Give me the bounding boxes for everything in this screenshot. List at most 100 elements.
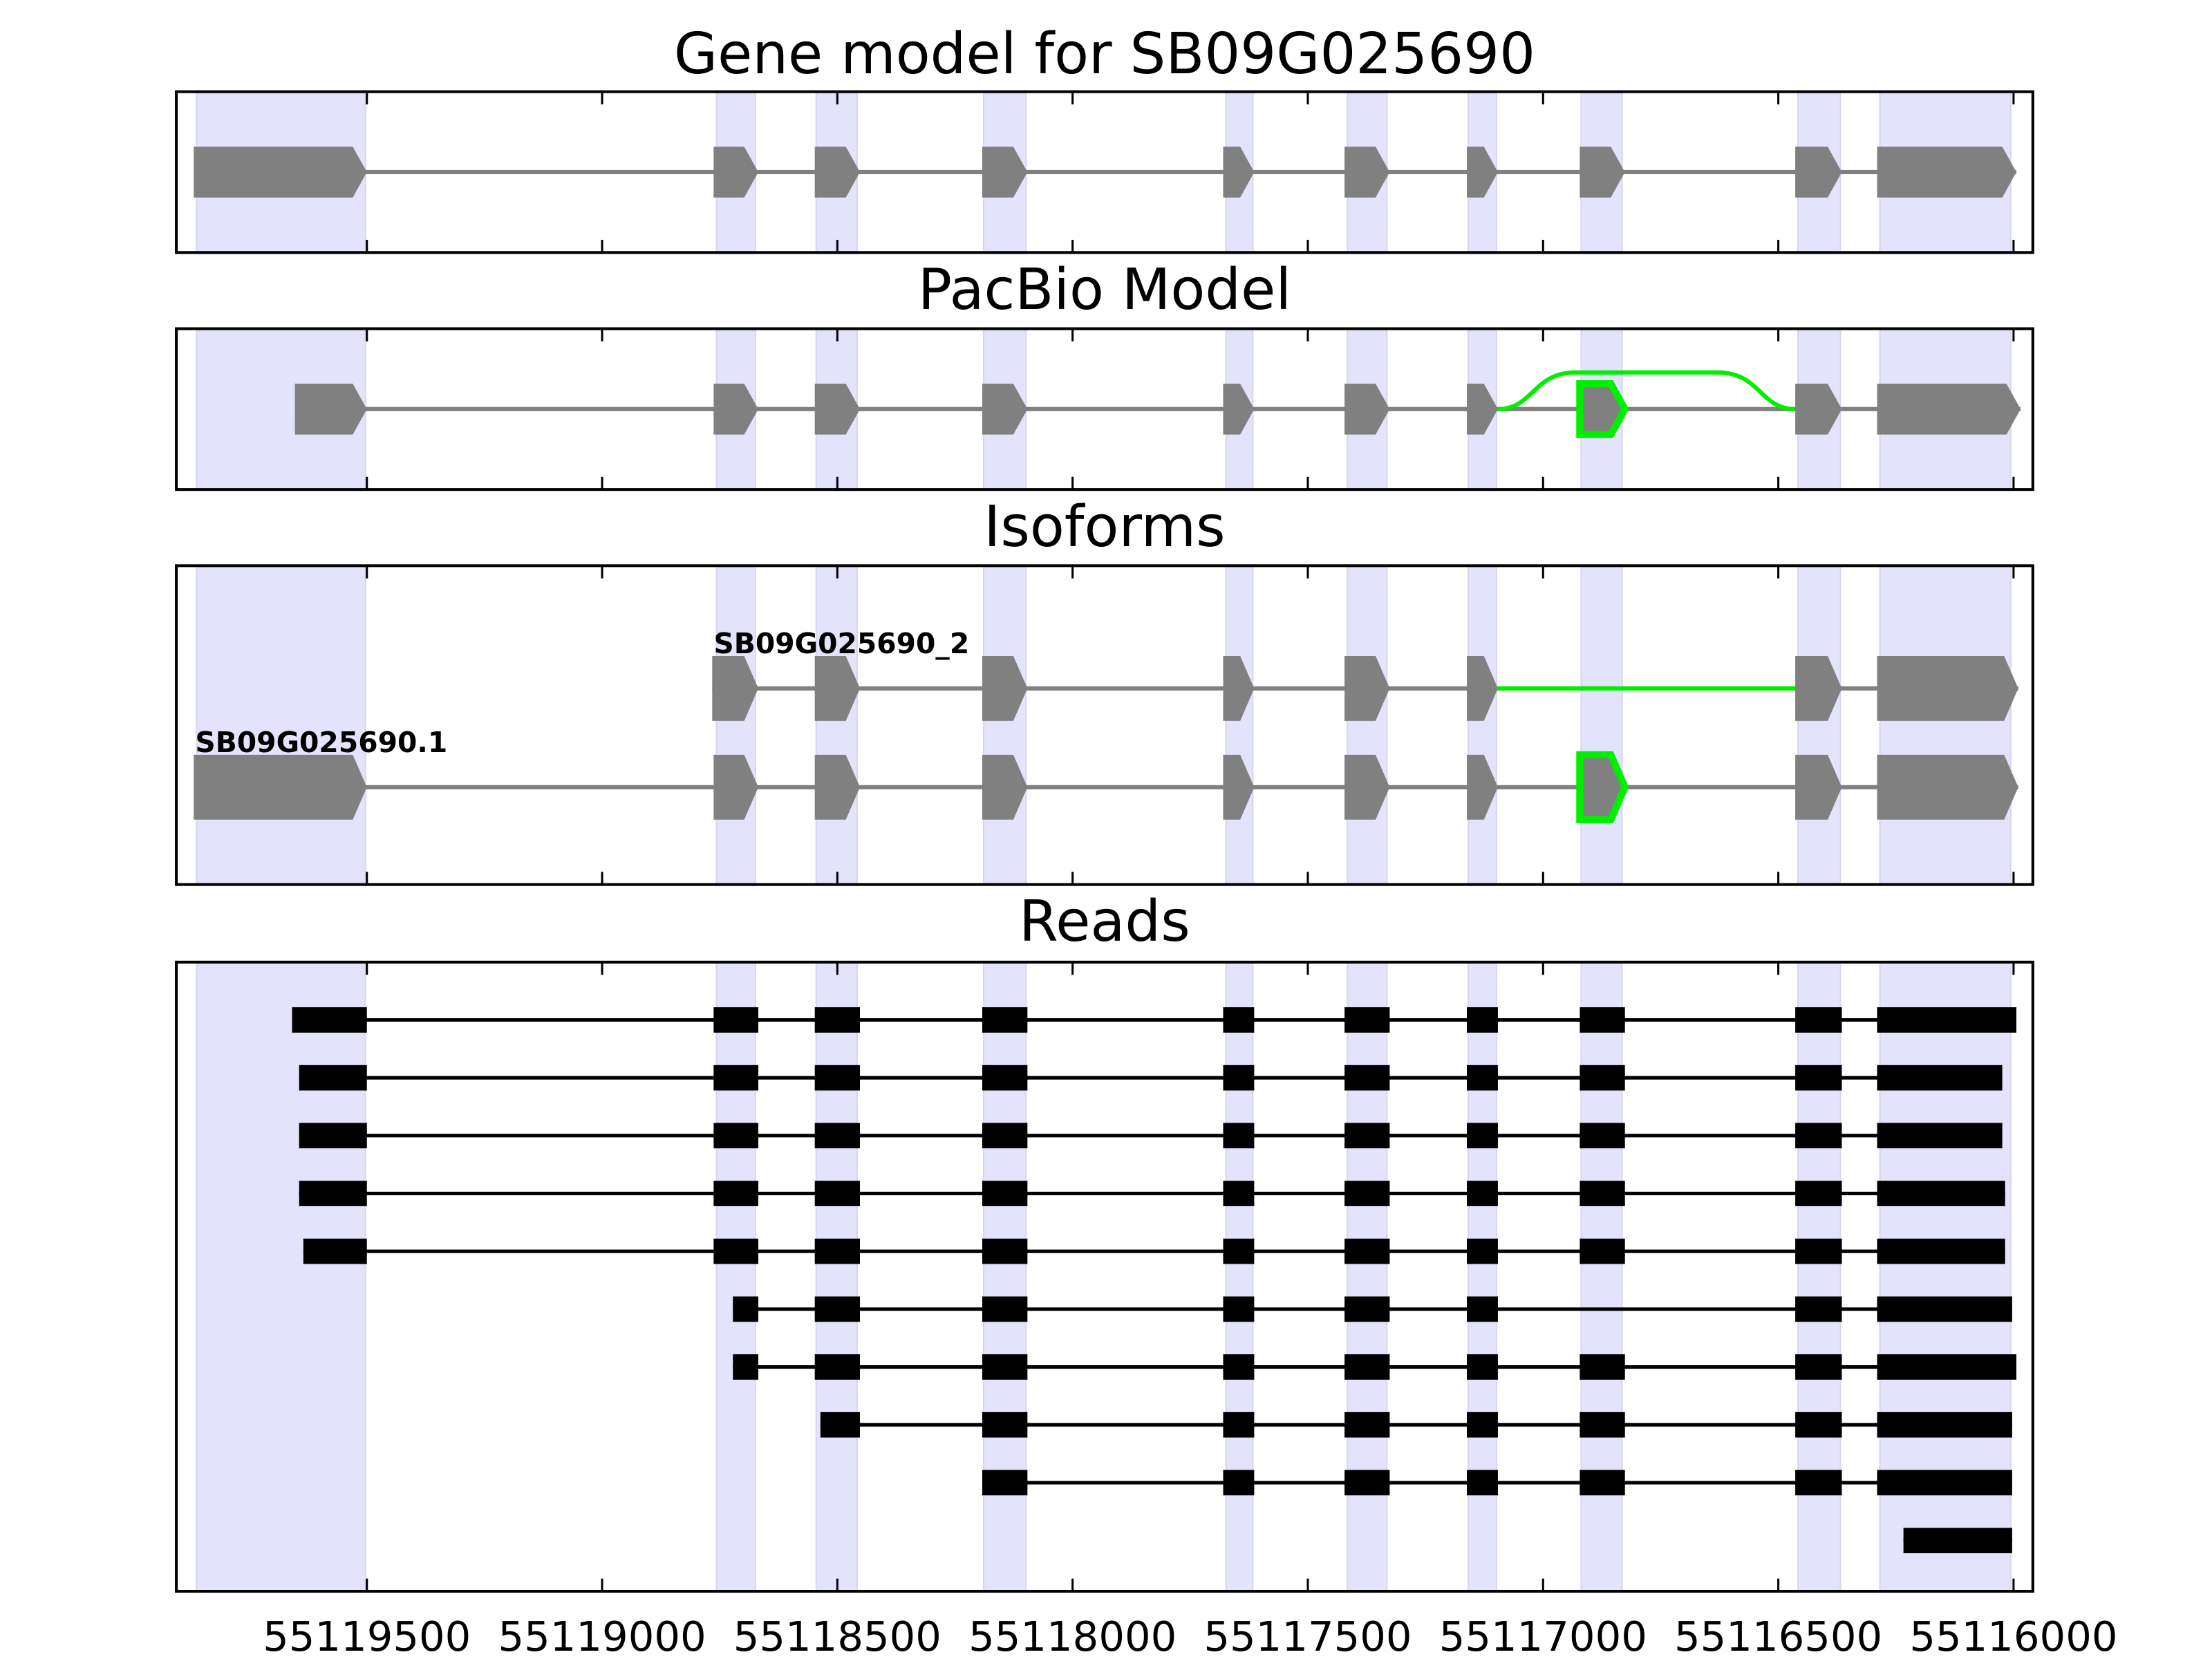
read-block (1580, 1238, 1625, 1264)
read-block (1877, 1296, 2012, 1322)
exon (713, 384, 759, 435)
read-block (982, 1181, 1028, 1206)
read-block (713, 1238, 759, 1264)
x-tick-label: 55117500 (1203, 1613, 1412, 1659)
exon-shade-region (815, 961, 858, 1593)
alternative-exon (1576, 751, 1629, 823)
read-block (1795, 1296, 1842, 1322)
read-block (814, 1065, 861, 1091)
panel-title: Isoforms (984, 494, 1225, 560)
axes-frame (175, 327, 2034, 491)
panel-title: Reads (1019, 889, 1190, 955)
exon (1467, 147, 1498, 198)
exon-shade-region (1797, 565, 1841, 885)
exon-shade-region (715, 565, 756, 885)
exon (1467, 655, 1498, 721)
read-block (1580, 1123, 1625, 1149)
exon (1344, 754, 1390, 820)
exon (982, 754, 1028, 820)
read (733, 1296, 2012, 1322)
exon (194, 754, 367, 820)
exon (814, 754, 861, 820)
read-block (733, 1354, 759, 1380)
read-block (982, 1412, 1028, 1438)
read-block (1223, 1238, 1255, 1264)
read-block (299, 1181, 367, 1206)
exon (1344, 655, 1390, 721)
read-block (713, 1007, 759, 1033)
axes-frame (175, 90, 2034, 254)
exon (1877, 655, 2018, 721)
read-block (1877, 1412, 2012, 1438)
read-block (982, 1238, 1028, 1264)
read-block (1467, 1065, 1498, 1091)
x-tick-label: 55116000 (1909, 1613, 2117, 1659)
read-block (1467, 1238, 1498, 1264)
read-block (1344, 1238, 1390, 1264)
exon (194, 147, 367, 198)
x-tick-label: 55117000 (1439, 1613, 1647, 1659)
read-block (982, 1007, 1028, 1033)
alternative-exon (1576, 380, 1629, 438)
exon-shade-region (983, 961, 1027, 1593)
read (299, 1123, 2003, 1149)
exon-shade-region (1468, 565, 1497, 885)
read-block (1344, 1412, 1390, 1438)
read-block (1467, 1123, 1498, 1149)
read (299, 1065, 2003, 1091)
exon (814, 384, 861, 435)
exon (712, 655, 759, 721)
read-block (1795, 1354, 1842, 1380)
exon (713, 754, 759, 820)
exon (814, 147, 861, 198)
read-block (299, 1123, 367, 1149)
read-block (1223, 1354, 1255, 1380)
read-block (814, 1181, 861, 1206)
read-block (982, 1296, 1028, 1322)
read-block (1795, 1181, 1842, 1206)
exon (1580, 147, 1625, 198)
x-tick-label: 55118500 (733, 1613, 941, 1659)
exon-shade-region (1347, 565, 1388, 885)
read-block (1877, 1065, 2003, 1091)
read (982, 1470, 2012, 1496)
exon (982, 147, 1028, 198)
x-tick-label: 55119000 (498, 1613, 706, 1659)
read (1903, 1528, 2012, 1553)
read-block (1223, 1296, 1255, 1322)
read-block (1795, 1007, 1842, 1033)
read (820, 1412, 2012, 1438)
read-block (1344, 1123, 1390, 1149)
panel-title: Gene model for SB09G025690 (674, 21, 1535, 87)
exon (1877, 147, 2016, 198)
read-block (1223, 1123, 1255, 1149)
read-block (299, 1065, 367, 1091)
exon (1467, 384, 1498, 435)
exon (1795, 754, 1842, 820)
read-block (1580, 1470, 1625, 1496)
panel-pacbio-model: PacBio Model (175, 257, 2034, 491)
read-block (982, 1354, 1028, 1380)
exon-shade-region (983, 565, 1027, 885)
read-block (1580, 1007, 1625, 1033)
panel-reads: Reads (175, 889, 2034, 1593)
read-block (1467, 1181, 1498, 1206)
exon (1795, 384, 1842, 435)
exon (982, 655, 1028, 721)
read-block (713, 1123, 759, 1149)
read-block (1795, 1412, 1842, 1438)
axes-frame (175, 960, 2034, 1593)
read-block (1223, 1470, 1255, 1496)
read-block (1344, 1296, 1390, 1322)
read-block (982, 1065, 1028, 1091)
read-block (1223, 1065, 1255, 1091)
read-block (1467, 1470, 1498, 1496)
read (733, 1354, 2016, 1380)
read-block (814, 1296, 861, 1322)
read-block (1344, 1470, 1390, 1496)
exon (1795, 655, 1842, 721)
exon (1223, 655, 1255, 721)
read-block (1903, 1528, 2012, 1553)
exon (814, 655, 861, 721)
